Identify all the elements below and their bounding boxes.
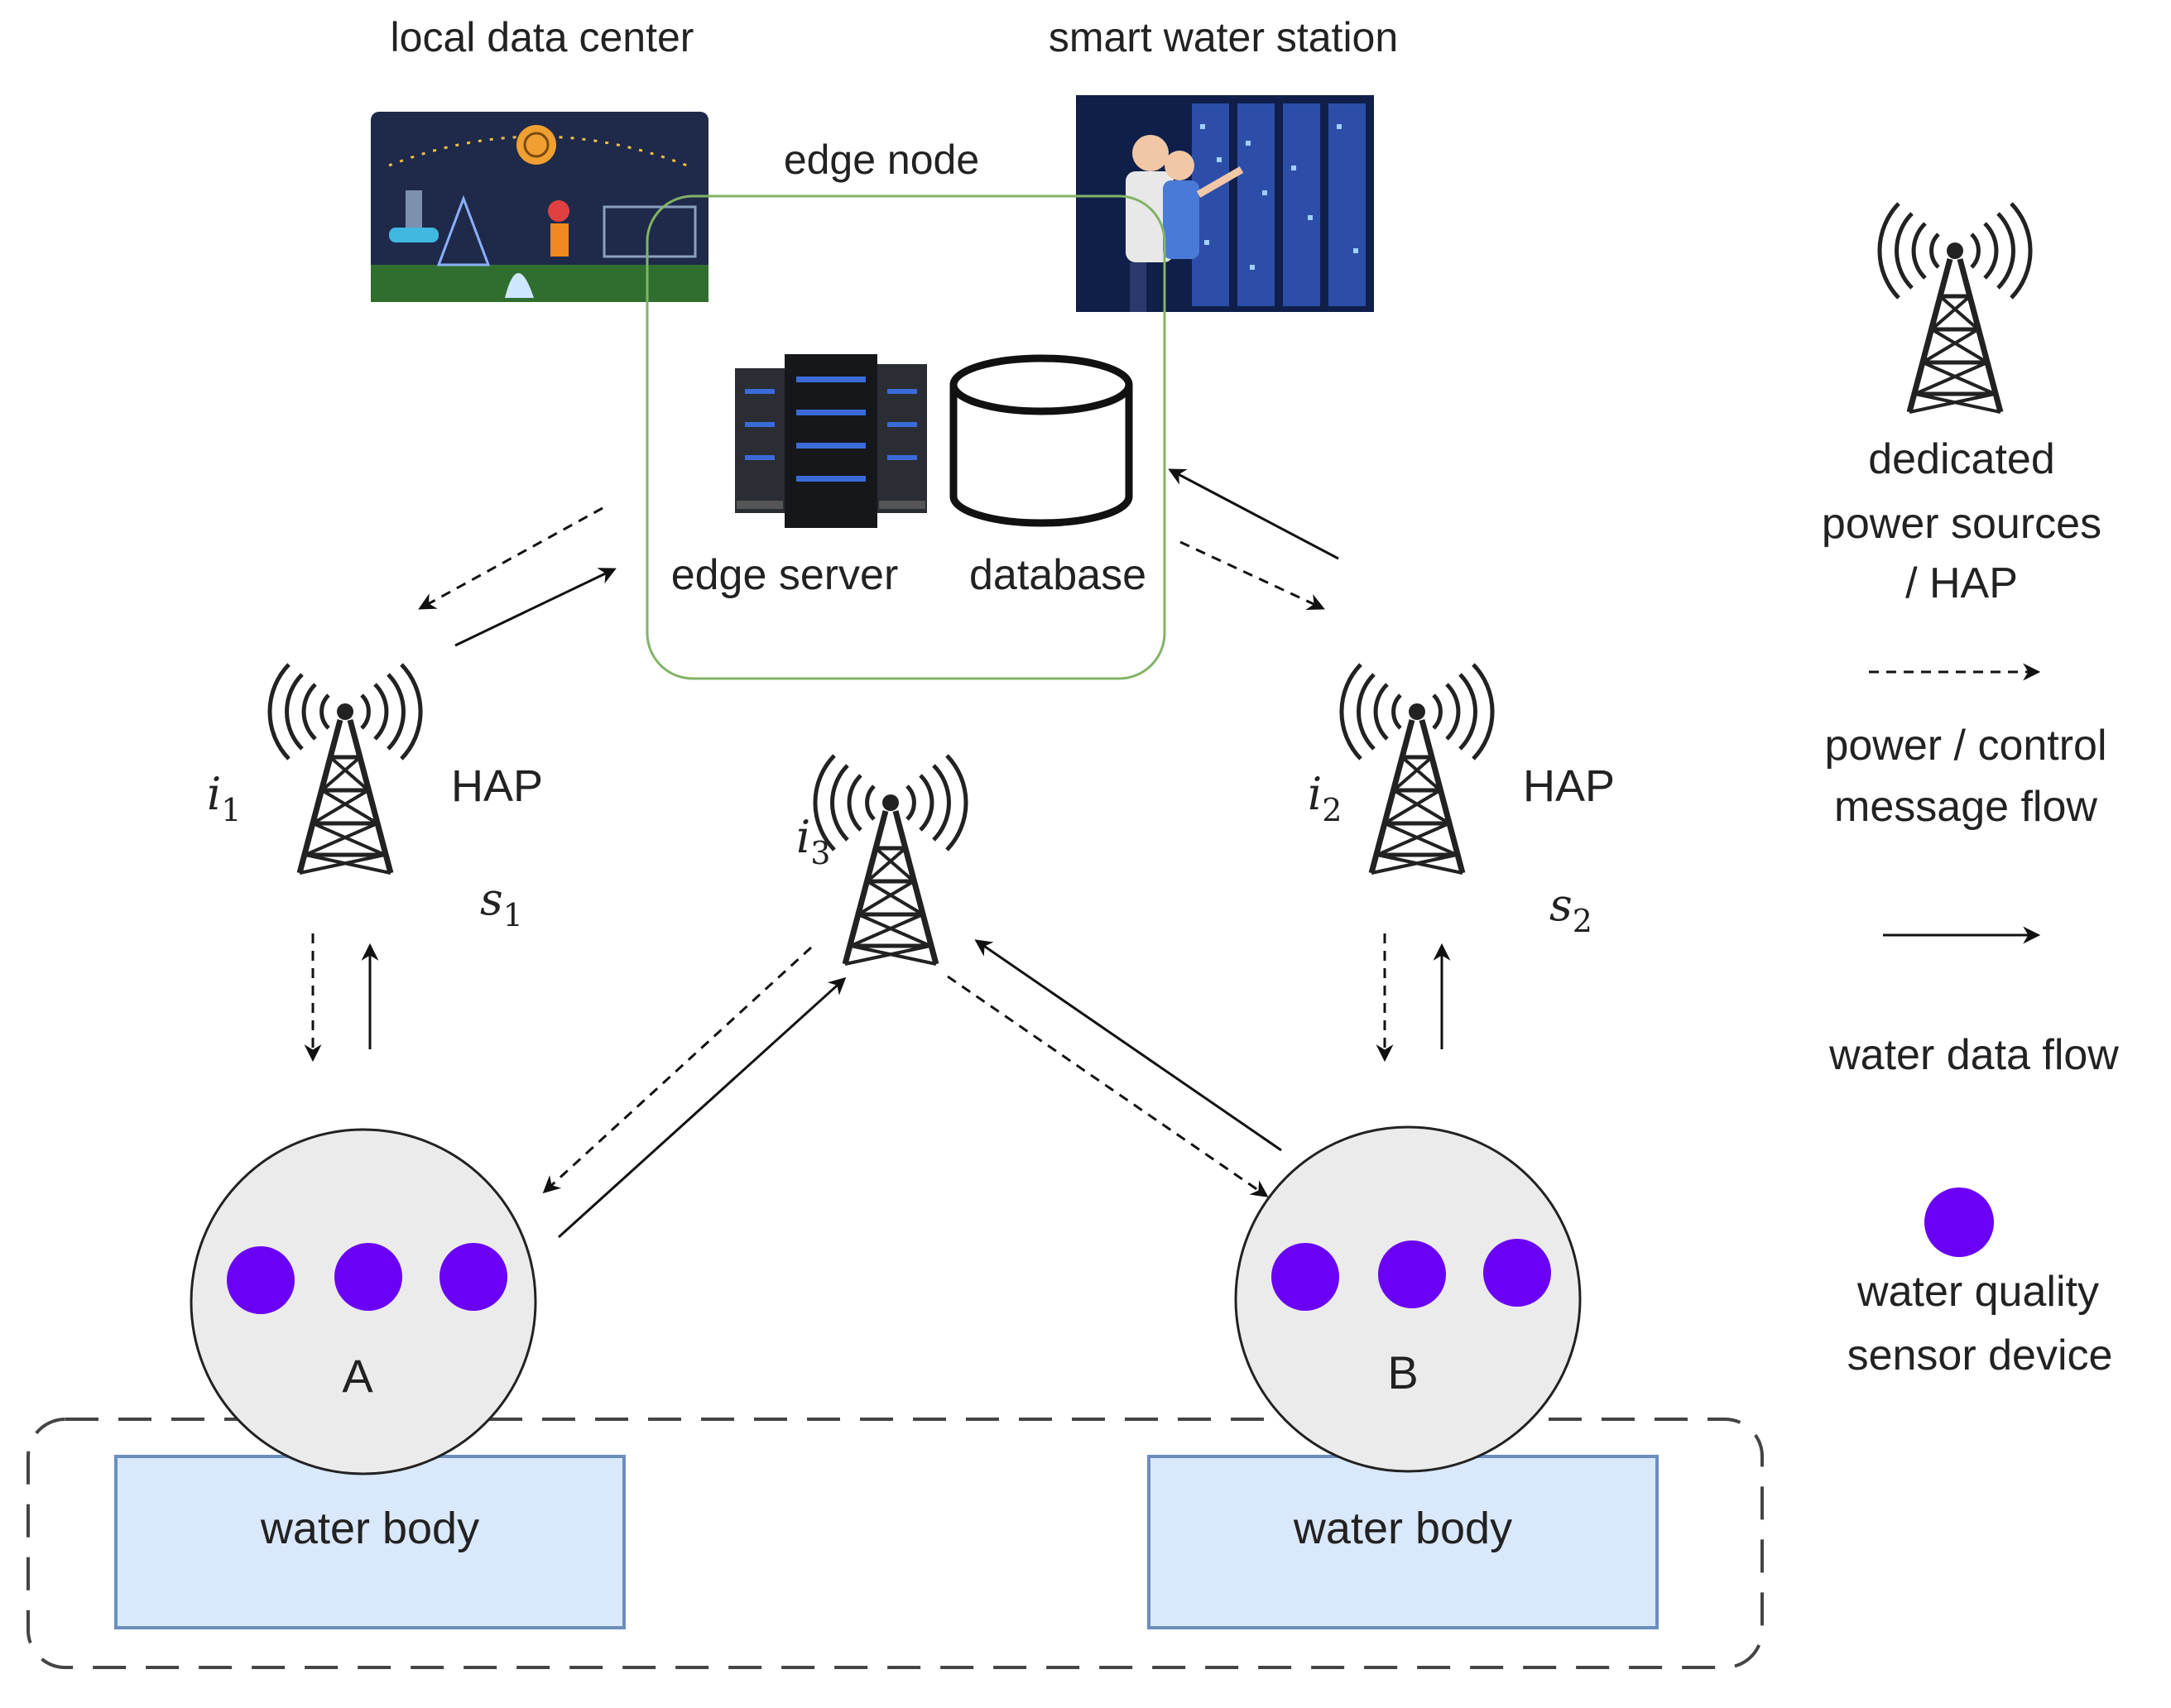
edge-node-boundary [646,194,1166,680]
power-flow-arrow [1179,540,1325,610]
power-flow-arrow [418,506,603,610]
smart-water-station-label: smart water station [1049,14,1398,60]
water-body-left-label: water body [260,1504,479,1553]
data-flow-arrow [454,568,617,647]
legend-power-line2: message flow [1834,783,2097,831]
sensor-device [1271,1243,1339,1311]
water-body-right-label: water body [1293,1504,1512,1553]
server-rack-icon [735,354,927,528]
label-i2: i2 [1308,768,1342,828]
sensor-device [1378,1240,1446,1308]
local-data-center-label: local data center [391,14,694,60]
hap-tower-icon-i1 [270,664,420,873]
cluster-a-label: A [342,1350,373,1402]
label-s1: s1 [480,873,523,933]
edge-server-label: edge server [671,551,899,599]
monitoring-area-boundary [26,1418,1764,1669]
hap-label-left: HAP [451,761,543,811]
label-s2: s2 [1549,879,1592,939]
legend-tower-icon [1880,204,2030,412]
power-flow-arrow [947,975,1269,1197]
legend-water-flow: water data flow [1828,1031,2119,1079]
control-room-illustration [1076,95,1374,312]
data-flow-arrow [557,976,847,1239]
legend-sensor-icon [1924,1187,1994,1257]
legend-hap-line3: / HAP [1905,559,2018,607]
legend-power-line1: power / control [1824,722,2106,770]
legend-hap-line2: power sources [1822,500,2101,548]
database-label: database [969,551,1146,599]
hap-tower-icon-i3 [815,756,966,964]
legend-sensor-line1: water quality [1856,1268,2099,1316]
sensor-cluster-b: B [1234,1125,1582,1473]
edge-node-label: edge node [784,137,979,183]
power-flow-arrow [542,946,813,1194]
hap-label-right: HAP [1523,761,1615,811]
water-body-right [1147,1455,1659,1629]
legend: dedicated power sources / HAP power / co… [1822,204,2119,1379]
sensor-device [439,1243,507,1311]
sensor-device [227,1246,295,1314]
label-i3: i3 [796,811,830,871]
label-i1: i1 [207,768,241,828]
sensor-cluster-a: A [190,1128,537,1475]
legend-hap-line1: dedicated [1868,435,2055,483]
hap-tower-icon-i2 [1342,664,1492,873]
sensor-device [1483,1239,1551,1307]
flow-arrows [304,468,1451,1239]
data-flow-arrow [974,939,1282,1152]
database-cylinder-icon [949,354,1133,527]
water-body-left [114,1455,626,1629]
data-flow-arrow [1168,468,1339,560]
legend-sensor-line2: sensor device [1847,1331,2113,1379]
data-center-illustration [371,112,708,302]
cluster-b-label: B [1387,1346,1418,1399]
sensor-device [334,1243,402,1311]
